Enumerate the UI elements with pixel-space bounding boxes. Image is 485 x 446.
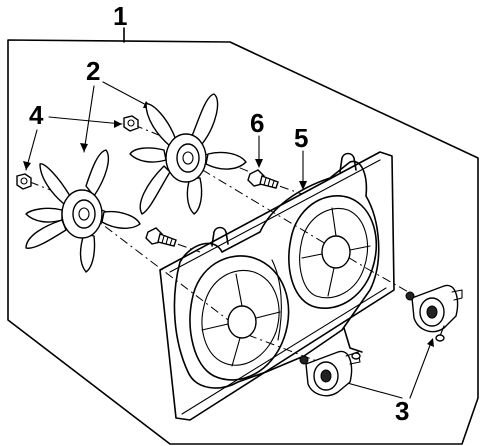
- callout-6-label: 6: [250, 108, 264, 138]
- fan-motor-left: [299, 350, 361, 397]
- fan-motor-right: [405, 284, 463, 342]
- fan-nut-lower: [16, 173, 32, 190]
- shroud-bolt-upper: [247, 169, 279, 189]
- callout-4-arrow-a: [114, 120, 122, 128]
- callout-2-leader-b: [83, 85, 95, 153]
- callout-5-arrow: [299, 181, 307, 190]
- callout-5-label: 5: [294, 123, 308, 153]
- callout-6-arrow: [255, 159, 263, 168]
- callout-4-arrow-b: [23, 161, 31, 170]
- callout-3-label: 3: [395, 396, 409, 426]
- callout-2-leader-a: [102, 81, 153, 109]
- callout-4-label: 4: [29, 100, 44, 130]
- callout-3-leader-a: [339, 380, 403, 399]
- callout-4-leader-a: [48, 116, 123, 125]
- callout-2-arrow-b: [80, 143, 88, 152]
- fan-nut-upper: [123, 115, 139, 132]
- callout-2-label: 2: [86, 56, 100, 86]
- callout-3-leader-b: [409, 339, 433, 399]
- shroud-bolt-lower: [145, 227, 177, 247]
- fan-shroud: [159, 151, 395, 421]
- lower-fan-blade: [25, 149, 141, 273]
- assembly-boundary: [7, 39, 479, 445]
- upper-fan-blade: [129, 93, 247, 215]
- callout-3-arrow-b: [427, 338, 434, 347]
- callout-1-label: 1: [113, 1, 127, 31]
